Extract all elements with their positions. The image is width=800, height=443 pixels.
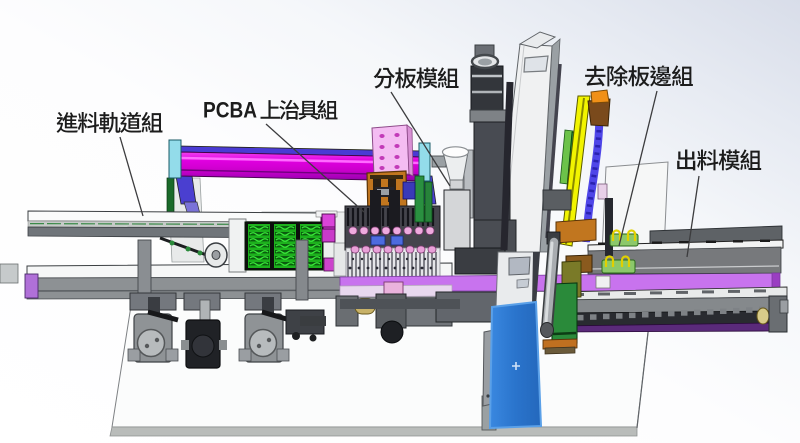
svg-text:PCBA: PCBA	[203, 98, 257, 123]
